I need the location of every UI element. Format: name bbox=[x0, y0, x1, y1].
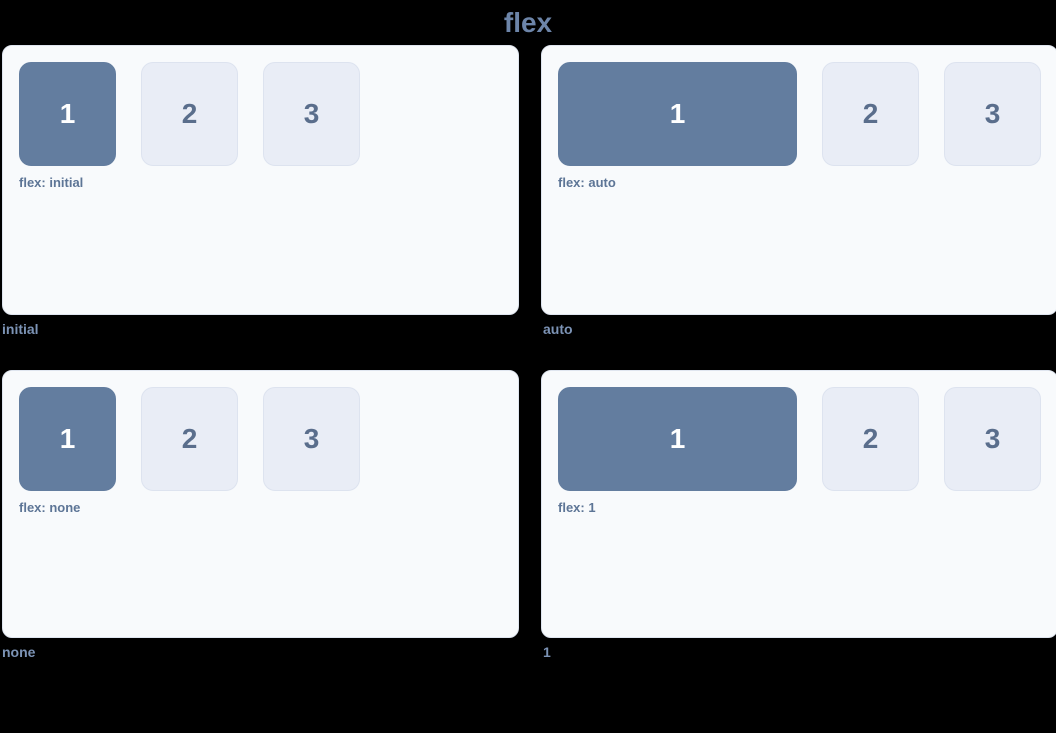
demo-caption-none: none bbox=[2, 644, 36, 660]
flex-item-3[interactable]: 3 bbox=[944, 387, 1041, 491]
flex-item-2[interactable]: 2 bbox=[141, 387, 238, 491]
flex-item-2[interactable]: 2 bbox=[141, 62, 238, 166]
code-label-none: flex: none bbox=[19, 500, 81, 515]
demo-caption-auto: auto bbox=[543, 321, 573, 337]
flex-item-1[interactable]: 1 bbox=[558, 62, 797, 166]
flex-item-1[interactable]: 1 bbox=[558, 387, 797, 491]
flex-item-1[interactable]: 1 bbox=[19, 387, 116, 491]
demo-panel-auto: 1 2 3 flex: auto bbox=[541, 45, 1056, 315]
demo-caption-initial: initial bbox=[2, 321, 39, 337]
demo-panel-none: 1 2 3 flex: none bbox=[2, 370, 519, 638]
flex-item-1[interactable]: 1 bbox=[19, 62, 116, 166]
flex-container-initial: 1 2 3 bbox=[19, 62, 502, 166]
demo-caption-one: 1 bbox=[543, 644, 551, 660]
flex-item-2[interactable]: 2 bbox=[822, 387, 919, 491]
flex-item-2[interactable]: 2 bbox=[822, 62, 919, 166]
code-label-auto: flex: auto bbox=[558, 175, 616, 190]
page-title: flex bbox=[503, 7, 553, 38]
flex-container-one: 1 2 3 bbox=[558, 387, 1041, 491]
flex-container-none: 1 2 3 bbox=[19, 387, 502, 491]
demo-cell-none: 1 2 3 flex: none none bbox=[2, 370, 519, 660]
code-label-initial: flex: initial bbox=[19, 175, 84, 190]
flex-item-3[interactable]: 3 bbox=[263, 387, 360, 491]
flex-item-3[interactable]: 3 bbox=[263, 62, 360, 166]
code-label-one: flex: 1 bbox=[558, 500, 596, 515]
flex-container-auto: 1 2 3 bbox=[558, 62, 1041, 166]
flex-item-3[interactable]: 3 bbox=[944, 62, 1041, 166]
demo-panel-one: 1 2 3 flex: 1 bbox=[541, 370, 1056, 638]
demo-panel-initial: 1 2 3 flex: initial bbox=[2, 45, 519, 315]
demo-cell-auto: 1 2 3 flex: auto auto bbox=[541, 45, 1056, 337]
demo-grid: 1 2 3 flex: initial initial 1 2 3 flex: … bbox=[0, 45, 1056, 660]
demo-cell-one: 1 2 3 flex: 1 1 bbox=[541, 370, 1056, 660]
demo-cell-initial: 1 2 3 flex: initial initial bbox=[2, 45, 519, 337]
